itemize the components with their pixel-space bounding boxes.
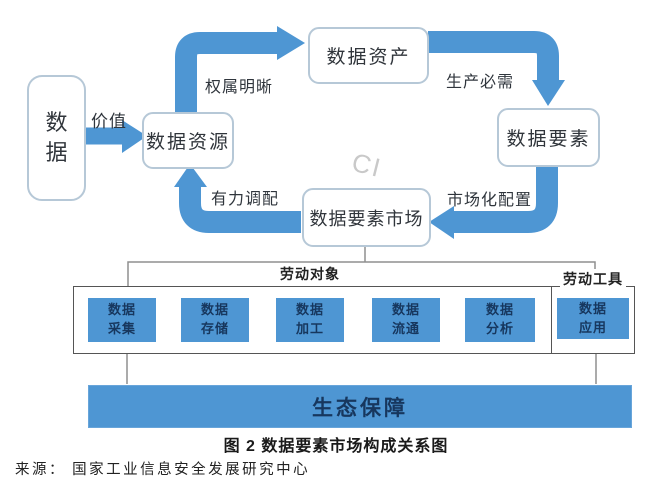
- arrow-market-allocation: [429, 166, 558, 239]
- item-data-circulation: 数据 流通: [372, 298, 440, 342]
- item-label-line: 加工: [295, 321, 324, 336]
- arrowhead-left-icon: [429, 206, 454, 239]
- item-label-line: 数据: [578, 300, 607, 316]
- source-note: 来源： 国家工业信息安全发展研究中心: [15, 462, 311, 478]
- edge-label-production-necessity: 生产必需: [446, 74, 515, 91]
- node-data-element-market: 数据要素市场: [302, 188, 431, 247]
- node-data-asset: 数据资产: [308, 27, 429, 84]
- item-label-line: 流通: [391, 321, 420, 336]
- arrowhead-down-icon: [532, 80, 565, 106]
- item-label-line: 存储: [200, 321, 229, 336]
- item-data-analysis: 数据 分析: [465, 298, 535, 342]
- edge-label-effective-allocation: 有力调配: [211, 191, 280, 208]
- group-labor-tools: 数据 应用: [551, 286, 635, 354]
- arrowhead-right-icon: [122, 120, 147, 153]
- group-labor-objects: 数据 采集 数据 存储 数据 加工 数据 流通 数据 分析: [73, 286, 553, 354]
- arrow-production-necessity: [428, 31, 565, 106]
- item-label-line: 数据: [200, 302, 229, 318]
- edge-label-value: 价值: [91, 112, 127, 131]
- node-data: 数据: [27, 75, 86, 201]
- arrowhead-right-icon: [277, 26, 305, 60]
- group-label-labor-tools: 劳动工具: [560, 269, 626, 289]
- item-label-line: 数据: [295, 302, 324, 318]
- item-label-line: 应用: [578, 319, 607, 335]
- item-data-collection: 数据 采集: [88, 298, 156, 342]
- node-data-resource: 数据资源: [142, 112, 234, 169]
- group-label-labor-objects: 劳动对象: [277, 264, 343, 284]
- arrowhead-up-icon: [174, 164, 207, 187]
- connector-lines: [126, 244, 597, 384]
- figure-caption: 图 2 数据要素市场构成关系图: [223, 438, 449, 455]
- edge-label-market-allocation: 市场化配置: [447, 192, 533, 209]
- item-data-processing: 数据 加工: [276, 298, 344, 342]
- item-label-line: 数据: [485, 302, 514, 318]
- node-data-label: 数据: [45, 110, 68, 165]
- item-label-line: 数据: [391, 302, 420, 318]
- arrow-value: [83, 120, 147, 153]
- edge-label-clear-ownership: 权属明晰: [205, 79, 274, 96]
- item-data-storage: 数据 存储: [181, 298, 249, 342]
- arrow-clear-ownership: [175, 26, 305, 114]
- item-data-application: 数据 应用: [557, 298, 629, 339]
- node-data-element: 数据要素: [497, 108, 600, 167]
- arrow-effective-allocation: [174, 164, 301, 233]
- foundation-bar: 生态保障: [88, 385, 632, 428]
- item-label-line: 分析: [485, 321, 514, 336]
- item-label-line: 数据: [107, 302, 136, 318]
- item-label-line: 采集: [107, 321, 136, 336]
